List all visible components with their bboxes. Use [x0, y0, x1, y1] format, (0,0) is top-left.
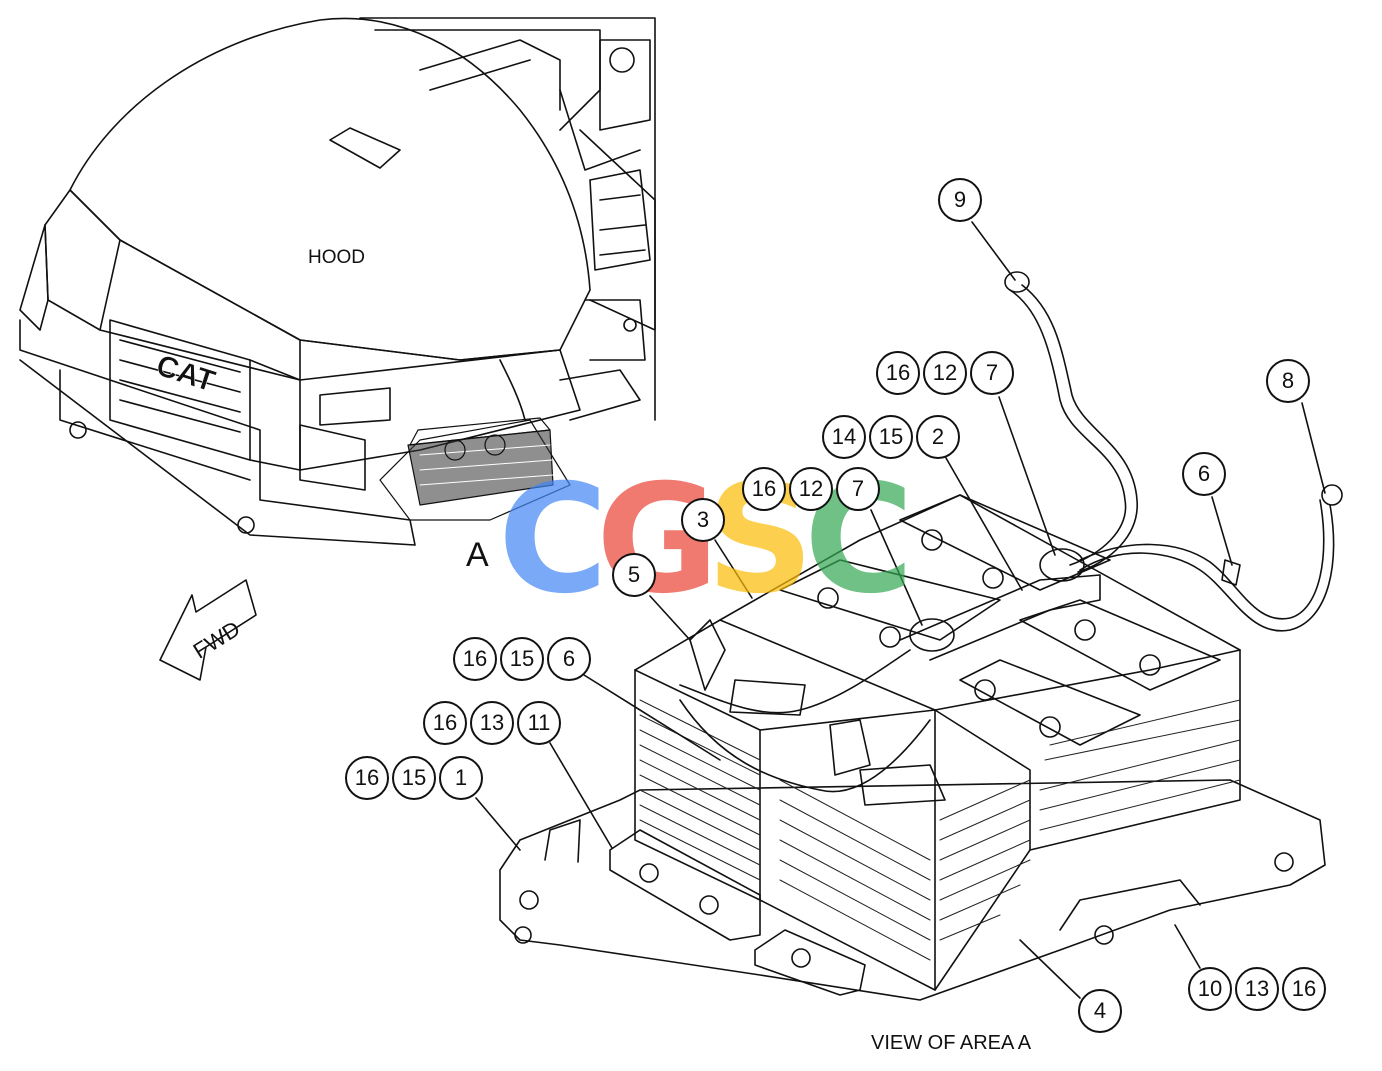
callout-13: 13: [1235, 967, 1279, 1011]
callout-3: 3: [681, 498, 725, 542]
fwd-label: FWD: [189, 616, 245, 664]
battery-assembly: [475, 221, 1343, 1001]
callout-16: 16: [876, 351, 920, 395]
hood-overview: [19, 17, 656, 546]
callout-4: 4: [1078, 989, 1122, 1033]
callout-16: 16: [742, 467, 786, 511]
callout-14: 14: [822, 415, 866, 459]
callout-12: 12: [923, 351, 967, 395]
area-a-marker: A: [466, 536, 489, 574]
callout-9: 9: [938, 178, 982, 222]
callout-16: 16: [453, 637, 497, 681]
callout-11: 11: [517, 701, 561, 745]
callout-7: 7: [970, 351, 1014, 395]
callout-15: 15: [500, 637, 544, 681]
callout-8: 8: [1266, 359, 1310, 403]
fwd-arrow: [159, 579, 257, 681]
callout-10: 10: [1188, 967, 1232, 1011]
watermark-letter-c1: C: [498, 453, 609, 627]
callout-16: 16: [345, 756, 389, 800]
callout-16: 16: [1282, 967, 1326, 1011]
callout-15: 15: [392, 756, 436, 800]
callout-7: 7: [836, 467, 880, 511]
callout-13: 13: [470, 701, 514, 745]
callout-15: 15: [869, 415, 913, 459]
callout-1: 1: [439, 756, 483, 800]
hood-label: HOOD: [308, 247, 365, 268]
callout-6: 6: [547, 637, 591, 681]
callout-2: 2: [916, 415, 960, 459]
view-caption: VIEW OF AREA A: [871, 1032, 1032, 1054]
callout-5: 5: [612, 553, 656, 597]
callout-12: 12: [789, 467, 833, 511]
callout-6: 6: [1182, 452, 1226, 496]
callout-16: 16: [423, 701, 467, 745]
